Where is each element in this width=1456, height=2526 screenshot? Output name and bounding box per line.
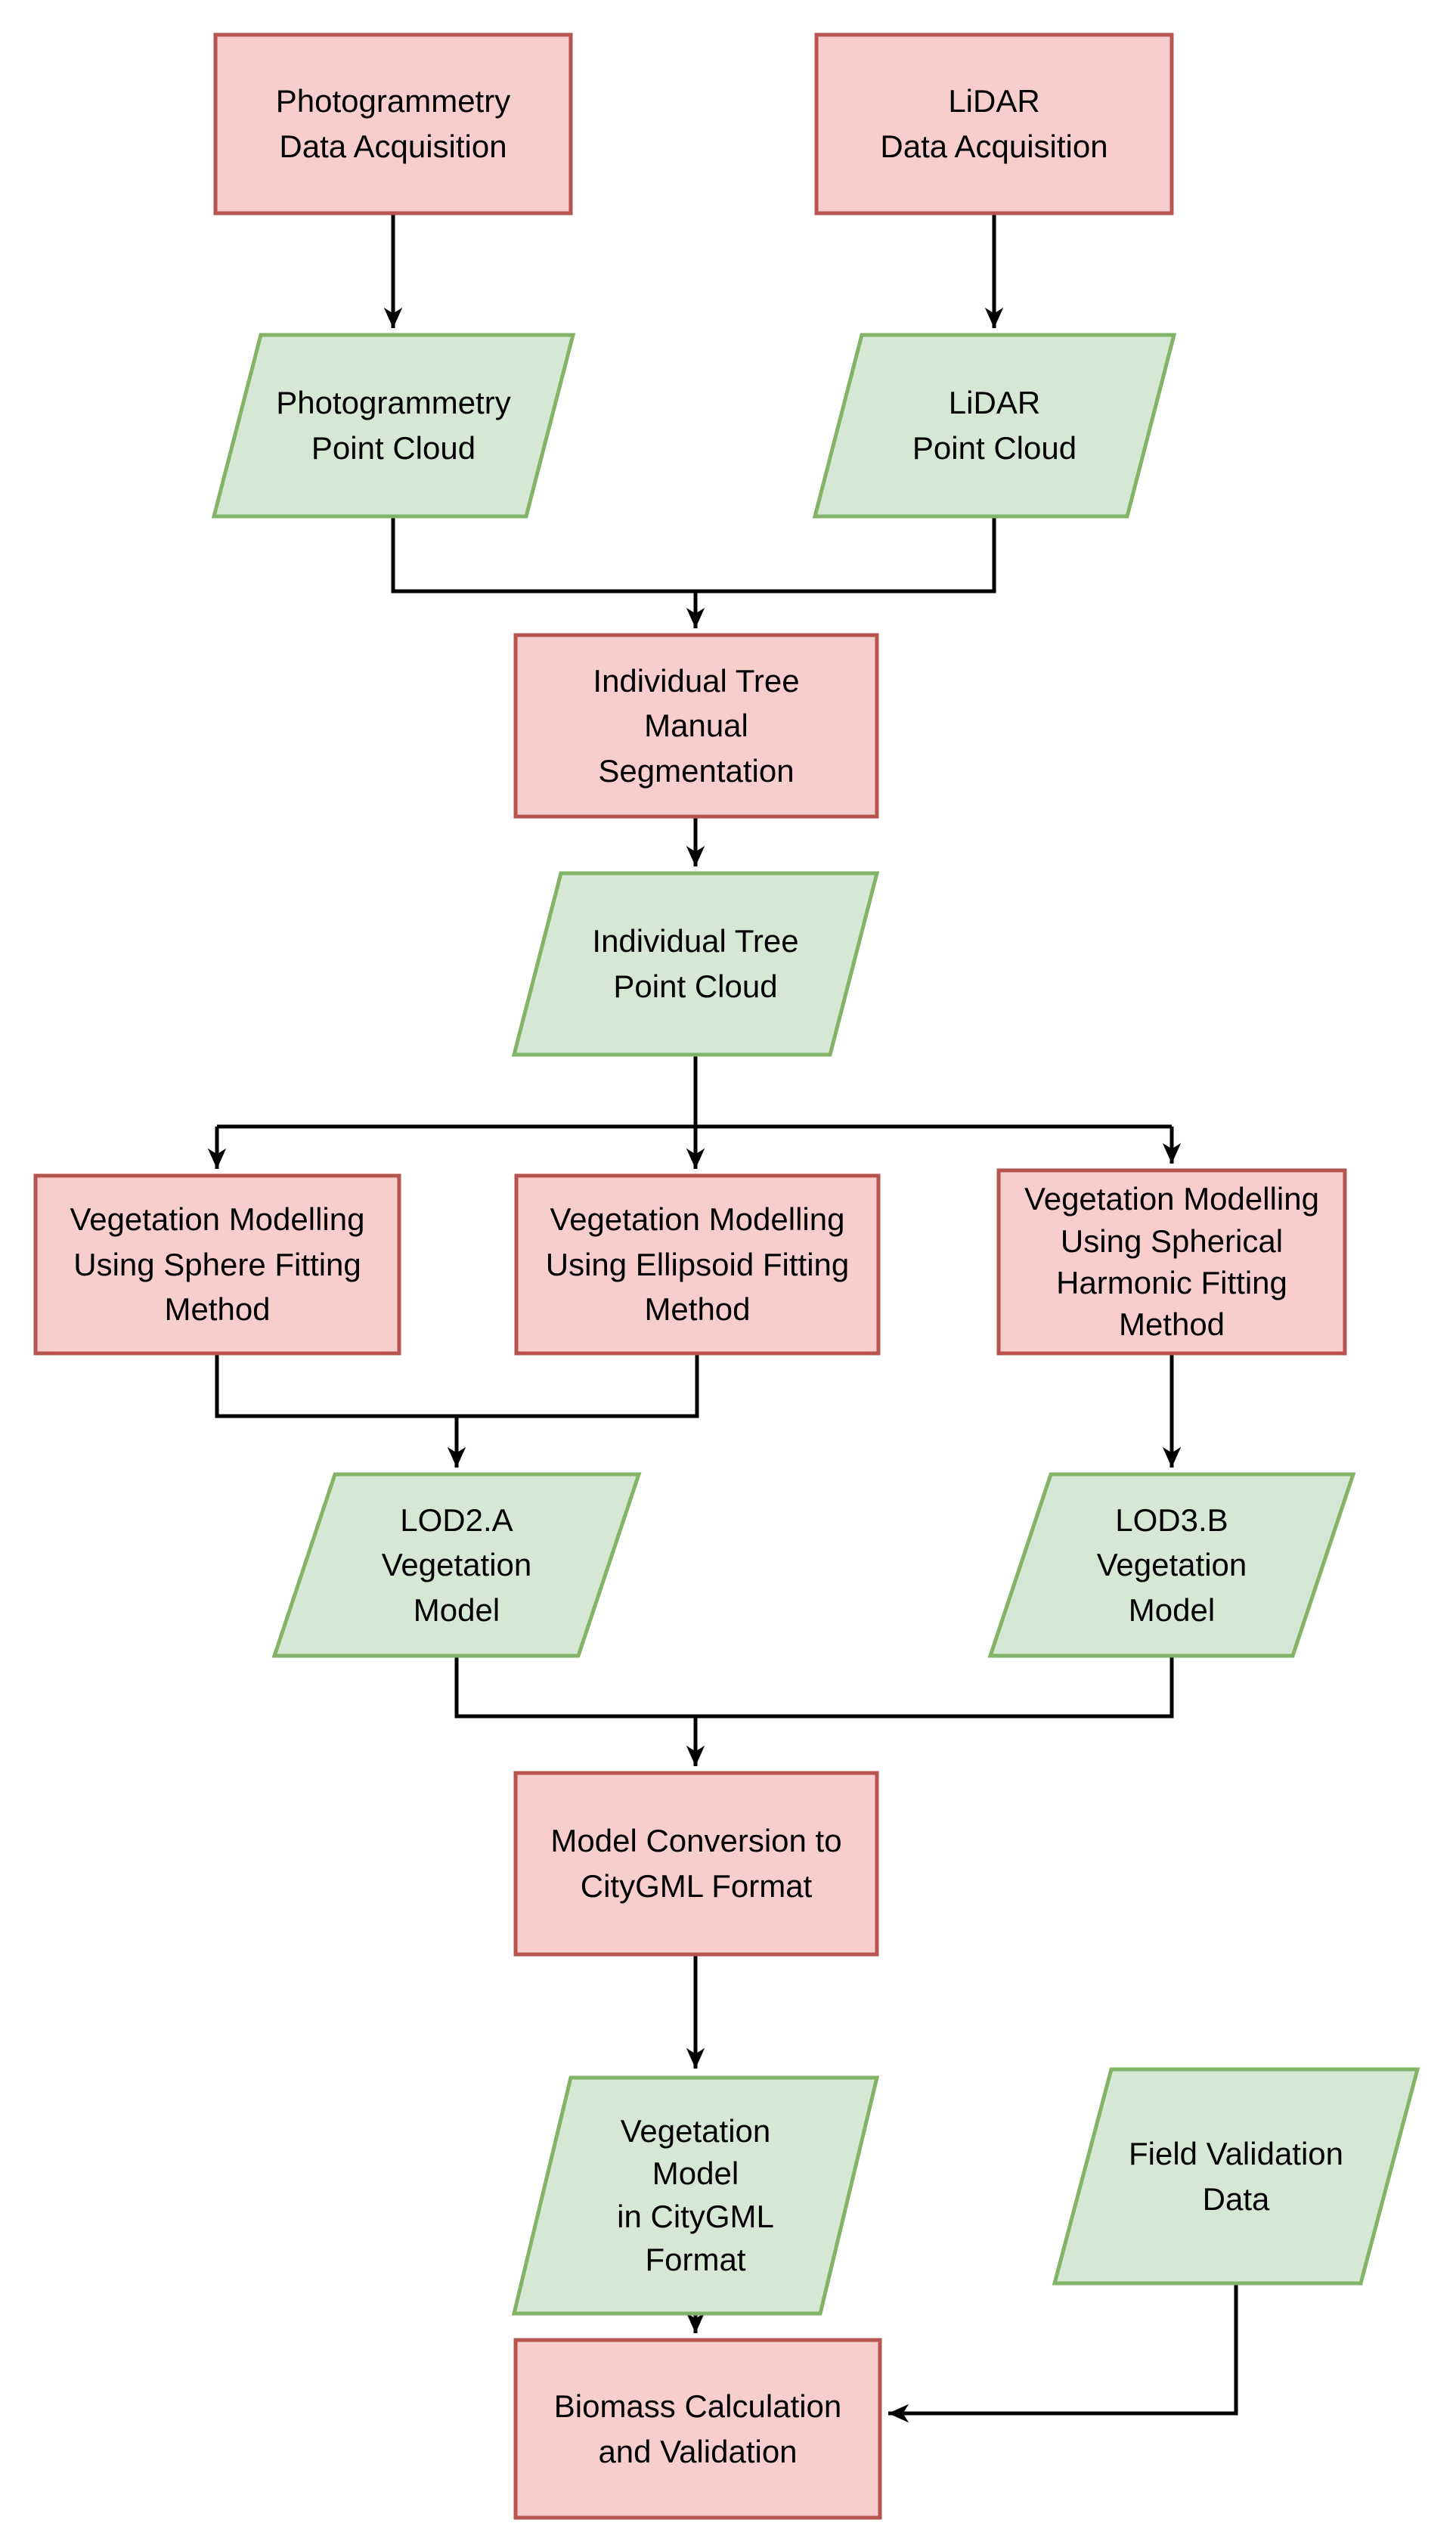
vegetation-modelling-ellipsoid-shape bbox=[514, 1173, 881, 1356]
lod3b-vegetation-model-shape bbox=[987, 1472, 1356, 1658]
connector-lod-models-merge bbox=[454, 1656, 1174, 1719]
individual-tree-point-cloud-shape bbox=[511, 871, 880, 1057]
connector-tree-cloud-split bbox=[217, 1055, 1172, 1129]
photogrammetry-data-acquisition-shape bbox=[213, 33, 573, 215]
connector-sphere-ellipsoid-merge bbox=[215, 1353, 699, 1418]
vegetation-model-citygml-shape bbox=[511, 2075, 880, 2316]
connector-point-clouds-merge bbox=[391, 516, 996, 594]
biomass-calculation-validation-shape bbox=[513, 2338, 882, 2520]
lidar-data-acquisition-shape bbox=[814, 33, 1174, 215]
individual-tree-manual-segmentation-shape bbox=[513, 633, 879, 819]
photogrammetry-point-cloud-shape bbox=[211, 333, 576, 519]
model-conversion-citygml-shape bbox=[513, 1771, 879, 1957]
lod2a-vegetation-model-shape bbox=[271, 1472, 642, 1658]
lidar-point-cloud-shape bbox=[812, 333, 1177, 519]
connector-field-data-to-biomass bbox=[888, 2283, 1238, 2423]
field-validation-data-shape bbox=[1052, 2067, 1420, 2286]
vegetation-modelling-sphere-shape bbox=[33, 1173, 401, 1356]
vegetation-modelling-spherical-harmonic-shape bbox=[996, 1168, 1347, 1356]
